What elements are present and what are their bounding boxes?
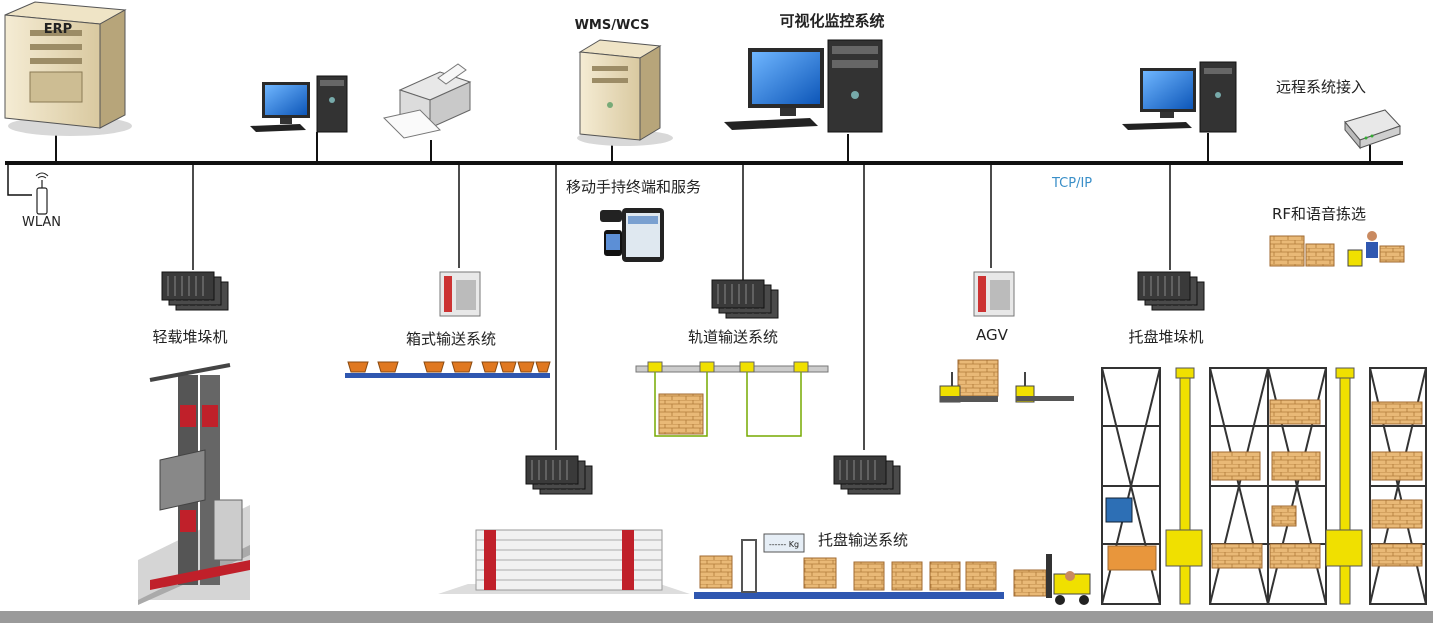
- light-stacker-label: 轻载堆垛机: [152, 328, 228, 346]
- pallet-stacker-label: 托盘堆垛机: [1128, 328, 1204, 346]
- rack-drums: [1105, 497, 1133, 523]
- printer-icon: [383, 63, 472, 139]
- plc-rack-icon-3: [525, 455, 593, 495]
- box-conveyor-label: 箱式输送系统: [405, 330, 497, 348]
- remote-access-modem-icon: [1344, 109, 1401, 150]
- rail-conveyor-label: 轨道输送系统: [687, 328, 779, 346]
- light-stacker-crane-illustration: [138, 363, 250, 605]
- bus-connectors-top: [55, 132, 1371, 163]
- floor-bar: [0, 611, 1433, 623]
- scale-readout: ------ Kg: [769, 540, 799, 549]
- agv-illustration: [939, 359, 1074, 403]
- vertical-buffer-illustration: [438, 529, 690, 594]
- wlan-antenna-icon: [35, 172, 49, 215]
- wlan-label: WLAN: [22, 215, 62, 230]
- mobile-terminal-label: 移动手持终端和服务: [566, 178, 702, 196]
- controller-cabinet-icon-2: [973, 271, 1015, 317]
- pallet-conveyor-label: 托盘输送系统: [818, 531, 909, 549]
- desktop-computer-icon-1: [250, 75, 348, 133]
- bus-connectors-bottom: [192, 163, 1171, 450]
- plc-rack-icon-1: [161, 271, 229, 311]
- rf-voice-label: RF和语音拣选: [1272, 205, 1367, 223]
- erp-label: ERP: [43, 22, 73, 37]
- monitor-label: 可视化监控系统: [779, 12, 885, 30]
- wms-label: WMS/WCS: [574, 18, 650, 33]
- plc-rack-icon-5: [1137, 271, 1205, 311]
- monitoring-workstation-icon: [724, 39, 883, 133]
- rack-pallets: [1107, 399, 1423, 571]
- remote-access-label: 远程系统接入: [1276, 78, 1367, 96]
- pallet-conveyor-illustration: ------ Kg: [694, 533, 1004, 599]
- protocol-label: TCP/IP: [1052, 176, 1093, 191]
- wms-server-icon: [577, 39, 673, 146]
- forklift-illustration: [1013, 554, 1091, 605]
- mobile-devices-icon: [600, 208, 664, 262]
- desktop-computer-icon-2: [1122, 61, 1237, 133]
- controller-cabinet-icon-1: [439, 271, 481, 317]
- agv-label: AGV: [976, 326, 1008, 344]
- erp-server-icon: [4, 1, 132, 136]
- box-conveyor-illustration: [345, 361, 551, 378]
- wlan-link: [7, 163, 32, 196]
- pallet-stacker-cranes: [1165, 367, 1363, 605]
- rf-voice-picking-illustration: [1269, 231, 1405, 267]
- rail-conveyor-illustration: [635, 361, 829, 437]
- plc-rack-icon-4: [833, 455, 901, 495]
- plc-rack-icon-2: [711, 279, 779, 319]
